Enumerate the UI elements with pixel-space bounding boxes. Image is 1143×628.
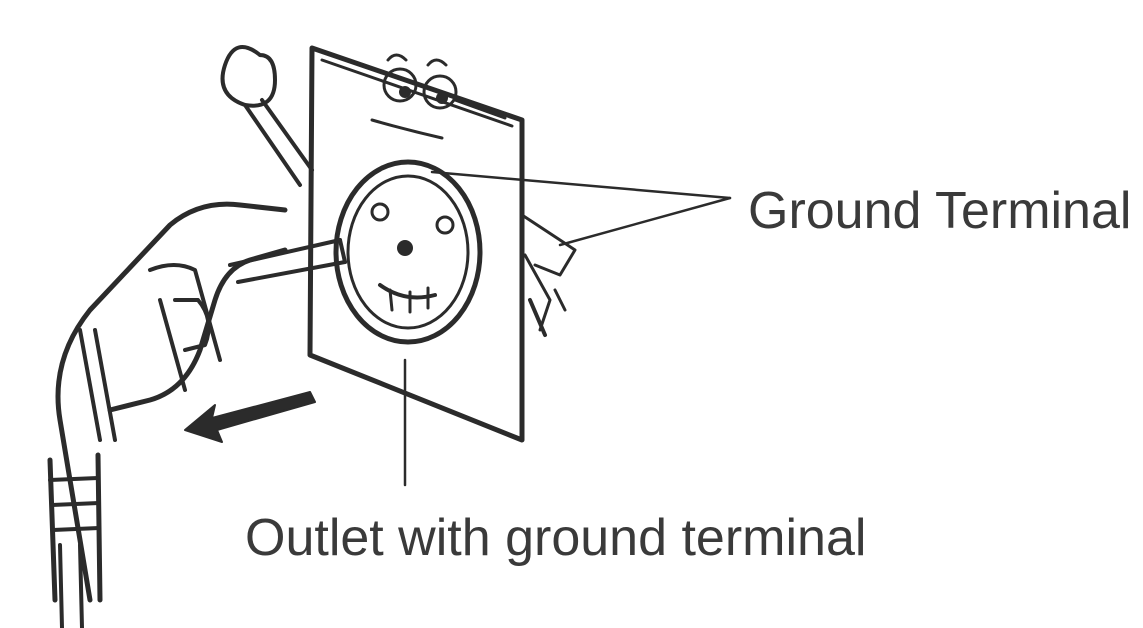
plug-body — [55, 201, 347, 603]
arrow-left-down-icon — [184, 391, 316, 443]
plate-top-detail — [370, 53, 507, 140]
outlet-socket — [333, 159, 483, 345]
wall-plate — [307, 45, 525, 443]
label-ground-terminal: Ground Terminal — [748, 182, 1131, 240]
side-ground-clip — [520, 213, 577, 337]
label-outlet: Outlet with ground terminal — [245, 509, 866, 567]
ground-terminal-leaders — [430, 170, 732, 247]
cord-strain-relief — [47, 452, 103, 628]
cord-loop — [220, 45, 314, 187]
